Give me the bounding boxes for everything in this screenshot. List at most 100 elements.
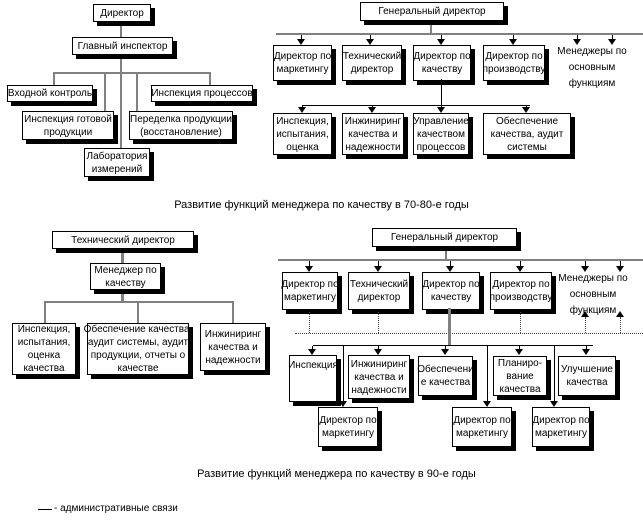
arrow-head xyxy=(374,349,382,355)
box-finished-goods-inspection: Инспекция готовой продукции xyxy=(22,111,114,140)
arrow-head xyxy=(483,401,491,407)
connector-line xyxy=(44,301,234,303)
arrow-head xyxy=(339,401,347,407)
box-process-quality-management: Управление качеством процессов xyxy=(413,113,469,155)
arrow xyxy=(585,261,586,267)
connector-line xyxy=(278,259,643,261)
arrow-head xyxy=(581,266,589,272)
arrow-head xyxy=(522,107,530,113)
connector-line xyxy=(120,72,122,148)
arrow-head xyxy=(616,266,624,272)
dotted-link xyxy=(620,317,621,333)
box-marketing-director-7080: Директор по маркетингу xyxy=(273,45,332,81)
arrow-head xyxy=(446,266,454,272)
arrow xyxy=(301,35,302,40)
box-quality-assurance-90: Обеспечени е качества xyxy=(417,356,474,396)
arrow-head xyxy=(573,39,581,45)
arrow-head xyxy=(298,107,306,113)
box-production-director-90: Директор по производству xyxy=(490,272,552,310)
arrow-head xyxy=(305,266,313,272)
arrow-head xyxy=(437,107,445,113)
arrow-head xyxy=(368,107,376,113)
connector-line xyxy=(232,301,234,323)
legend-line-sample xyxy=(38,509,52,510)
connector-line xyxy=(121,288,124,301)
box-quality-improvement: Улучшение качества xyxy=(558,356,616,396)
arrow-head xyxy=(441,349,449,355)
arrow-head xyxy=(608,39,616,45)
arrow-head xyxy=(550,401,558,407)
box-quality-engineering-90left: Инжиниринг качества и надежности xyxy=(200,323,266,371)
box-quality-director-7080: Директор по качеству xyxy=(413,45,471,81)
connector-line xyxy=(448,308,451,345)
connector-line xyxy=(104,72,106,111)
arrow xyxy=(312,346,313,350)
arrow-head xyxy=(297,39,305,45)
arrow xyxy=(620,261,621,267)
box-rework: Переделка продукции (восстановление) xyxy=(129,111,233,140)
box-quality-manager: Менеджер по качеству xyxy=(90,263,161,290)
connector-line xyxy=(121,247,124,263)
arrow xyxy=(441,35,442,40)
arrow-head xyxy=(374,266,382,272)
box-quality-assurance-90left: Обеспечение качества, аудит системы, ауд… xyxy=(83,323,193,375)
connector-line xyxy=(209,72,211,85)
arrow xyxy=(577,35,578,40)
box-production-director-7080: Директор по производству xyxy=(483,45,545,81)
box-measurement-lab: Лаборатория измерений xyxy=(84,148,150,177)
arrow-head xyxy=(515,349,523,355)
connector-line xyxy=(276,33,643,35)
arrow xyxy=(513,35,514,40)
box-marketing-sub3: Директор по маркетингу xyxy=(532,407,590,447)
box-incoming-control: Входной контроль xyxy=(7,85,93,102)
connector-line xyxy=(302,105,530,106)
dotted-link xyxy=(378,312,379,333)
arrow-head xyxy=(308,349,316,355)
connector-line xyxy=(120,20,122,37)
box-chief-inspector: Главный инспектор xyxy=(72,37,173,55)
arrow-head-up xyxy=(616,311,624,317)
box-inspection-testing-90left: Инспекция, испытания, оценка качества xyxy=(12,323,76,375)
connector-line xyxy=(44,301,46,323)
arrow xyxy=(309,261,310,267)
box-quality-engineering-90: Инжиниринг качества и надежности xyxy=(348,355,410,399)
arrow xyxy=(450,261,451,267)
label-function-managers-7080: Менеджеры по основным функциям xyxy=(557,46,627,89)
dotted-link xyxy=(585,317,586,333)
arrow-head xyxy=(437,39,445,45)
box-inspection-testing-7080: Инспекция, испытания, оценка xyxy=(273,113,332,155)
connector-line xyxy=(343,345,344,402)
box-technical-director-90right: Технический директор xyxy=(348,272,410,310)
connector-line xyxy=(120,53,122,72)
caption-90: Развитие функций менеджера по качеству в… xyxy=(197,468,476,480)
arrow-head xyxy=(582,349,590,355)
arrow xyxy=(520,261,521,267)
dotted-link xyxy=(520,312,521,333)
box-quality-director-90: Директор по качеству xyxy=(422,272,480,310)
connector-line xyxy=(487,345,488,402)
arrow xyxy=(445,346,446,350)
arrow xyxy=(370,35,371,40)
arrow xyxy=(519,346,520,350)
box-quality-planning: Планиро- вание качества xyxy=(493,356,547,396)
caption-7080: Развитие функций менеджера по качеству в… xyxy=(174,199,469,211)
connector-line xyxy=(137,301,139,323)
box-process-inspection: Инспекция процессов xyxy=(151,85,253,102)
box-inspection-90: Инспекция xyxy=(288,355,338,402)
connector-line xyxy=(441,79,442,105)
box-quality-engineering-7080: Инжиниринг качества и надежности xyxy=(342,113,404,155)
box-general-director-90: Генеральный директор xyxy=(372,228,517,247)
dotted-link xyxy=(295,333,643,334)
box-quality-assurance-audit: Обеспечение качества, аудит системы xyxy=(483,113,571,155)
arrow-head xyxy=(366,39,374,45)
arrow xyxy=(378,346,379,350)
box-marketing-sub1: Директор по маркетингу xyxy=(318,407,378,447)
connector-line xyxy=(554,345,555,402)
label-function-managers-90: Менеджеры по основным функциям xyxy=(558,273,628,316)
arrow xyxy=(612,35,613,40)
box-marketing-director-90: Директор по маркетингу xyxy=(281,272,339,310)
arrow-head xyxy=(516,266,524,272)
box-marketing-sub2: Директор по маркетингу xyxy=(452,407,512,447)
dotted-link xyxy=(309,312,310,333)
